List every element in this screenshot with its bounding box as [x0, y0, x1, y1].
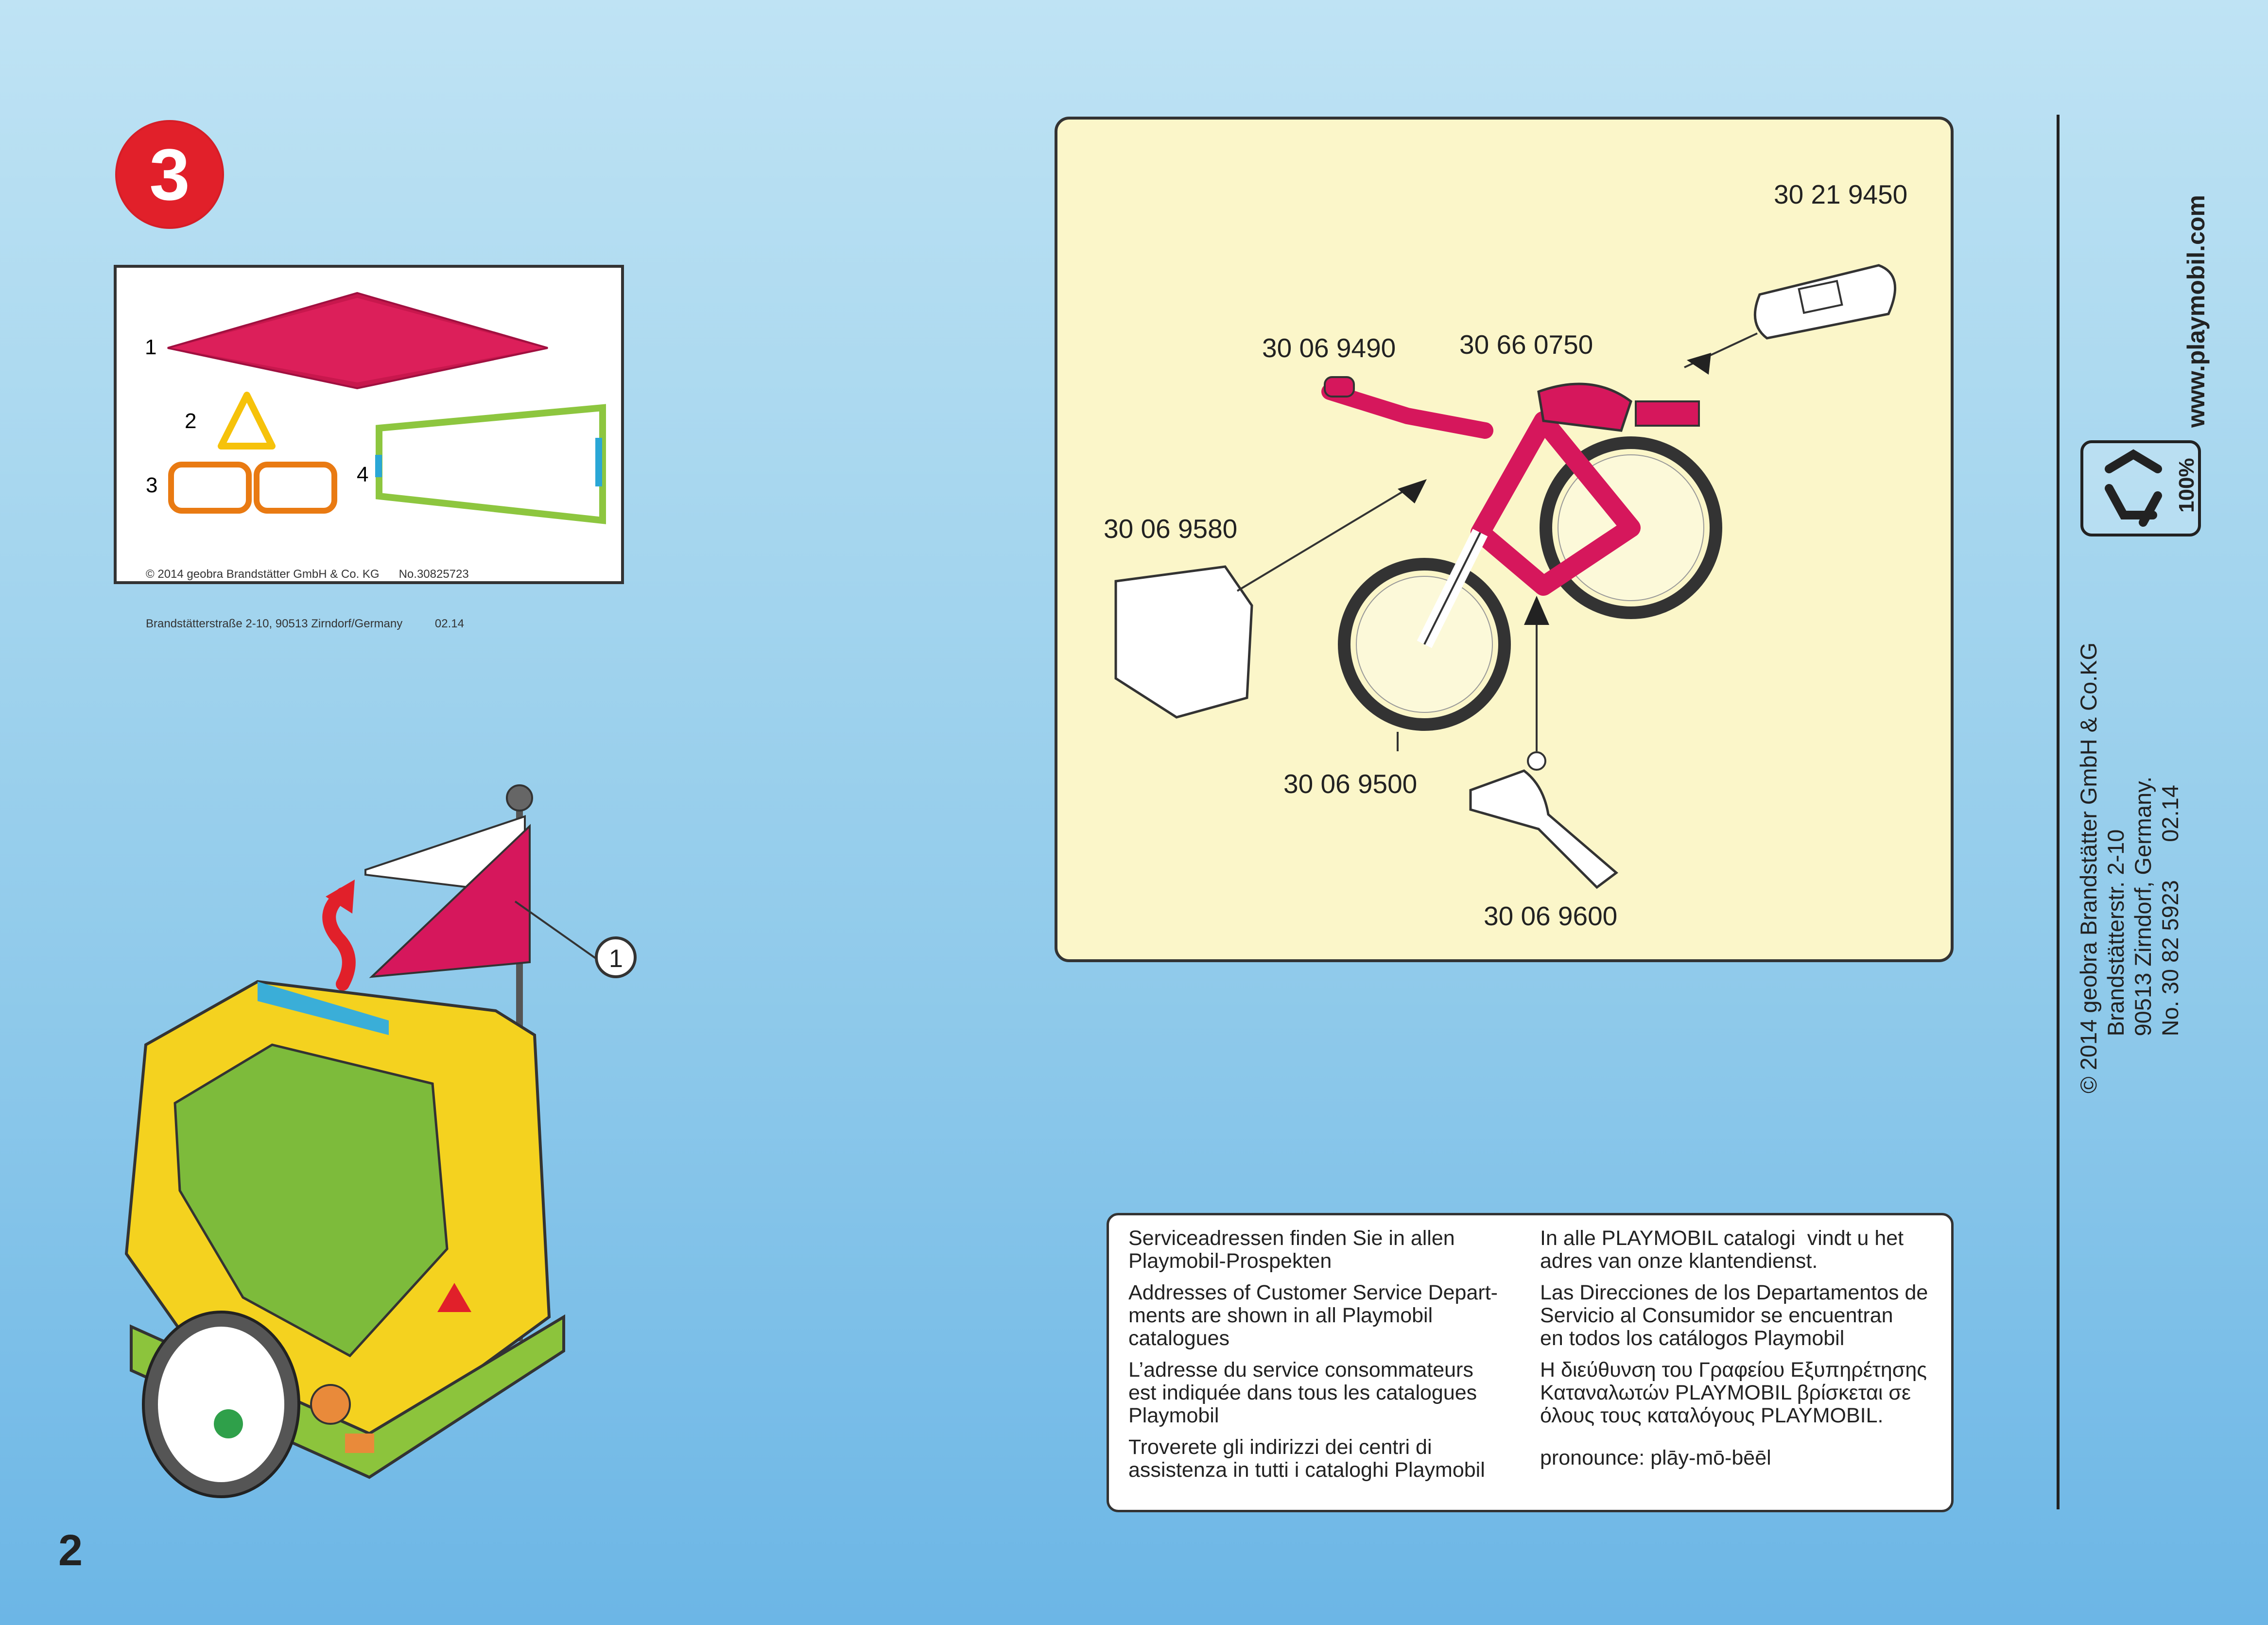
service-text-german: Serviceadressen finden Sie in allen Play… — [1128, 1227, 1455, 1273]
trailer-stripe — [258, 982, 389, 1035]
callout-circle — [595, 936, 637, 978]
website-url: www.playmobil.com — [2182, 195, 2210, 428]
sticker-3-right — [254, 462, 337, 514]
bike-frame — [1471, 411, 1641, 596]
page-number: 2 — [58, 1526, 83, 1575]
bicycle-parts-illustration — [1114, 264, 1897, 889]
trailer-hitch — [310, 1384, 351, 1425]
service-text-french: L’adresse du service consommateurs est i… — [1128, 1358, 1477, 1427]
rear-wheel — [1540, 436, 1722, 619]
sticker-3-left — [168, 462, 252, 514]
sticker-number-3: 3 — [146, 473, 157, 497]
sticker-2-shape — [218, 392, 276, 449]
service-info-left-column: Serviceadressen finden Sie in allen Play… — [1128, 1227, 1527, 1482]
trailer-wheel-hub — [214, 1409, 243, 1438]
bike-rack — [1635, 400, 1700, 427]
recycle-icon — [2080, 440, 2201, 536]
recycle-logo: 100% — [2080, 440, 2201, 537]
saddle-cover-slot — [1798, 279, 1843, 314]
sticker-1-fill — [171, 298, 544, 382]
step-number: 3 — [149, 133, 190, 215]
sticker-sheet: 1 2 3 4 © 2014 geobra Brandstätter GmbH … — [114, 265, 624, 630]
front-fork-outline — [1423, 532, 1481, 645]
saddle-cover-part — [1753, 264, 1897, 340]
stand-part — [1469, 769, 1618, 889]
spare-parts-panel: 30 21 9450 30 06 9490 30 66 0750 30 06 9… — [1055, 117, 1954, 962]
service-text-english: Addresses of Customer Service Depart- me… — [1128, 1281, 1498, 1350]
arrow-head-saddle — [1687, 353, 1711, 375]
trailer-wheel-rim — [158, 1327, 284, 1482]
front-wheel — [1338, 558, 1511, 731]
trailer-rear-light — [345, 1434, 374, 1453]
sidebar-copyright: © 2014 geobra Brandstätter GmbH & Co.KG … — [2076, 642, 2183, 1093]
arrow-head-basket — [1398, 479, 1427, 503]
part-number-frame: 30 66 0750 — [1459, 329, 1593, 360]
sticker-number-1: 1 — [145, 335, 156, 359]
sticker-4-shape — [376, 404, 606, 524]
part-number-handlebar: 30 06 9490 — [1262, 333, 1396, 363]
bike-trailer-illustration: 1 — [124, 784, 637, 1498]
sticker-4-accent-right — [595, 438, 602, 486]
arrow-head-stand — [1524, 596, 1549, 625]
customer-service-panel: Serviceadressen finden Sie in allen Play… — [1107, 1213, 1954, 1512]
step-number-badge: 3 — [115, 120, 224, 229]
sticker-4-accent-left — [375, 455, 382, 477]
sticker-sheet-copyright-line: Brandstätterstraße 2-10, 90513 Zirndorf/… — [146, 617, 464, 630]
rotate-arrow-head-icon — [326, 880, 355, 914]
sticker-number-2: 2 — [185, 409, 196, 433]
sticker-sheet-copyright-line: © 2014 geobra Brandstätter GmbH & Co. KG… — [146, 568, 469, 581]
part-number-saddle-cover: 30 21 9450 — [1774, 179, 1908, 209]
rotate-arrow-icon — [322, 887, 356, 991]
service-text-dutch: In alle PLAYMOBIL catalogi vindt u het a… — [1540, 1227, 1904, 1273]
handlebar — [1321, 383, 1493, 439]
service-text-italian: Troverete gli indirizzi dei centri di as… — [1128, 1435, 1485, 1482]
trailer-window — [173, 1043, 449, 1358]
sticker-number-4: 4 — [357, 463, 368, 486]
bike-saddle — [1537, 382, 1632, 432]
service-text-spanish: Las Direcciones de los Departamentos de … — [1540, 1281, 1928, 1350]
basket-part — [1114, 565, 1253, 719]
stand-peg — [1527, 751, 1546, 771]
service-info-right-column: In alle PLAYMOBIL catalogi vindt u het a… — [1540, 1227, 1948, 1469]
callout-line — [514, 900, 599, 961]
arrow-line-basket — [1236, 488, 1408, 592]
recycle-percent: 100% — [2175, 458, 2199, 513]
service-text-pronounce: pronounce: plāy-mō-bēēl — [1540, 1446, 1771, 1469]
handlebar-grip — [1324, 376, 1355, 398]
sidebar-divider — [2057, 115, 2060, 1509]
part-number-stand: 30 06 9600 — [1484, 901, 1618, 931]
part-number-wheel: 30 06 9500 — [1283, 769, 1418, 799]
service-text-greek: Η διεύθυνση του Γραφείου Εξυπηρέτησης Κα… — [1540, 1358, 1927, 1427]
sticker-sheet-copyright: © 2014 geobra Brandstätter GmbH & Co. KG… — [146, 533, 469, 665]
callout-number: 1 — [609, 945, 623, 973]
trailer-reflector — [437, 1283, 471, 1312]
part-number-basket: 30 06 9580 — [1104, 514, 1238, 544]
sticker-sheet-illustration: 1 2 3 4 — [145, 292, 606, 524]
red-flag — [369, 824, 531, 978]
flag-pole-knob — [506, 784, 533, 812]
